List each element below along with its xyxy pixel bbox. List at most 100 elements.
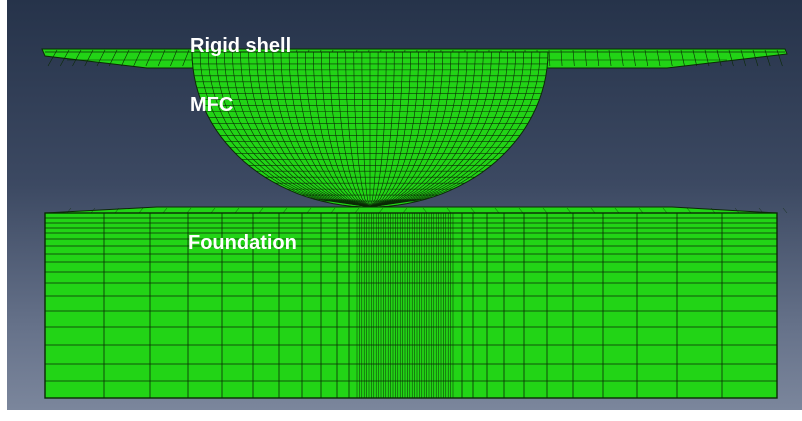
dome-mesh-line xyxy=(369,51,452,208)
foundation-mesh-line xyxy=(638,207,644,214)
dome-mesh-line xyxy=(369,51,500,208)
dome-mesh-line xyxy=(369,52,387,208)
foundation-mesh-line xyxy=(162,207,168,214)
foundation-mesh-line xyxy=(234,207,240,214)
dome-mesh-line xyxy=(369,51,444,208)
foundation-mesh-line xyxy=(614,207,620,214)
fe-mesh-model xyxy=(41,48,788,399)
dome-mesh-line xyxy=(288,51,371,208)
dome-mesh-line xyxy=(313,52,371,208)
plate-mesh-line xyxy=(47,49,58,67)
plate-mesh-line xyxy=(133,49,142,67)
dome-mesh-line xyxy=(353,52,371,208)
dome-mesh-line xyxy=(305,51,371,208)
plate-mesh-line xyxy=(728,49,734,67)
plate-mesh-line xyxy=(668,49,673,67)
plate-mesh-line xyxy=(96,49,106,67)
foundation-mesh-line xyxy=(90,207,96,214)
foundation-mesh-line xyxy=(258,207,264,214)
plate-mesh-line xyxy=(596,49,600,67)
dome-mesh-line xyxy=(216,51,371,208)
foundation-top-face xyxy=(44,206,778,214)
dome-mesh-line xyxy=(369,51,468,208)
plate-mesh-line xyxy=(776,49,783,67)
plate-mesh-line xyxy=(764,49,771,67)
dome-mesh-line xyxy=(337,51,371,208)
model-viewport: Rigid shell MFC Foundation xyxy=(7,0,802,410)
plate-mesh-line xyxy=(644,49,649,67)
foundation-mesh-line xyxy=(330,207,336,214)
plate-mesh-line xyxy=(752,49,759,67)
dome-mesh-line xyxy=(256,51,371,208)
dome-mesh-line xyxy=(361,52,371,208)
plate-mesh-line xyxy=(704,49,710,67)
foundation-mesh-line xyxy=(114,207,120,214)
plate-mesh-line xyxy=(145,49,154,67)
plate-mesh-line xyxy=(108,49,118,67)
dome-mesh-line xyxy=(369,51,524,208)
foundation-mesh-line xyxy=(734,207,740,214)
dome-mesh-line xyxy=(369,51,516,208)
foundation-mesh-line xyxy=(402,207,408,214)
dome-mesh-line xyxy=(240,51,371,208)
dome-mesh-line xyxy=(296,51,371,208)
plate-mesh-line xyxy=(121,49,130,67)
dome-mesh-line xyxy=(369,51,460,208)
rigid-shell-label: Rigid shell xyxy=(190,35,292,57)
dome-mesh-line xyxy=(199,51,371,208)
plate-mesh-line xyxy=(608,49,612,67)
dome-mesh-line xyxy=(369,51,508,208)
dome-mesh-line xyxy=(369,51,395,208)
plate-mesh-line xyxy=(572,49,575,67)
mfc-label: MFC xyxy=(190,94,234,116)
foundation-mesh-line xyxy=(710,207,716,214)
plate-mesh-line xyxy=(170,49,178,67)
foundation-mesh-line xyxy=(378,207,384,214)
foundation-mesh-line xyxy=(210,207,216,214)
foundation-mesh-line xyxy=(186,207,192,214)
dome-mesh-line xyxy=(232,51,371,208)
plate-mesh-line xyxy=(548,49,551,67)
plate-mesh-line xyxy=(84,49,94,67)
plate-mesh-line xyxy=(680,49,685,67)
foundation-mesh-line xyxy=(138,207,144,214)
dome-mesh-line xyxy=(280,51,371,208)
plate-mesh-line xyxy=(72,49,82,67)
foundation-front-face xyxy=(44,212,778,399)
foundation-mesh-line xyxy=(590,207,596,214)
plate-mesh-line xyxy=(584,49,587,67)
plate-mesh-line xyxy=(632,49,636,67)
foundation-mesh-line xyxy=(354,207,360,214)
plate-mesh-line xyxy=(182,49,190,67)
foundation-mesh-line xyxy=(66,207,72,214)
plate-mesh-line xyxy=(656,49,661,67)
dome-mesh-line xyxy=(224,51,371,208)
foundation-mesh-line xyxy=(566,207,572,214)
dome-mesh-line xyxy=(345,51,371,208)
foundation-mesh-line xyxy=(282,207,288,214)
foundation-block xyxy=(44,206,788,399)
foundation-mesh-line xyxy=(446,207,452,214)
foundation-mesh-line xyxy=(662,207,668,214)
foundation-mesh-line xyxy=(782,207,788,214)
dome-mesh-line xyxy=(369,51,411,208)
dome-mesh-line xyxy=(369,51,476,208)
dome-mesh-line xyxy=(369,51,533,208)
dome-mesh-line xyxy=(369,51,435,208)
foundation-mesh-line xyxy=(686,207,692,214)
foundation-mesh-line xyxy=(542,207,548,214)
foundation-mesh-line xyxy=(470,207,476,214)
dome-mesh-line xyxy=(369,52,419,208)
dome-mesh-line xyxy=(369,52,379,208)
dome-mesh-line xyxy=(329,51,371,208)
dome-mesh-line xyxy=(369,51,403,208)
dome-mesh-line xyxy=(272,51,371,208)
plate-mesh-line xyxy=(692,49,698,67)
dome-mesh-line xyxy=(369,51,492,208)
dome-mesh-line xyxy=(321,52,371,208)
mfc-dome xyxy=(191,51,549,208)
plate-mesh-line xyxy=(59,49,70,67)
foundation-mesh-line xyxy=(306,207,312,214)
dome-mesh-line xyxy=(369,51,484,208)
dome-mesh-line xyxy=(369,51,541,208)
